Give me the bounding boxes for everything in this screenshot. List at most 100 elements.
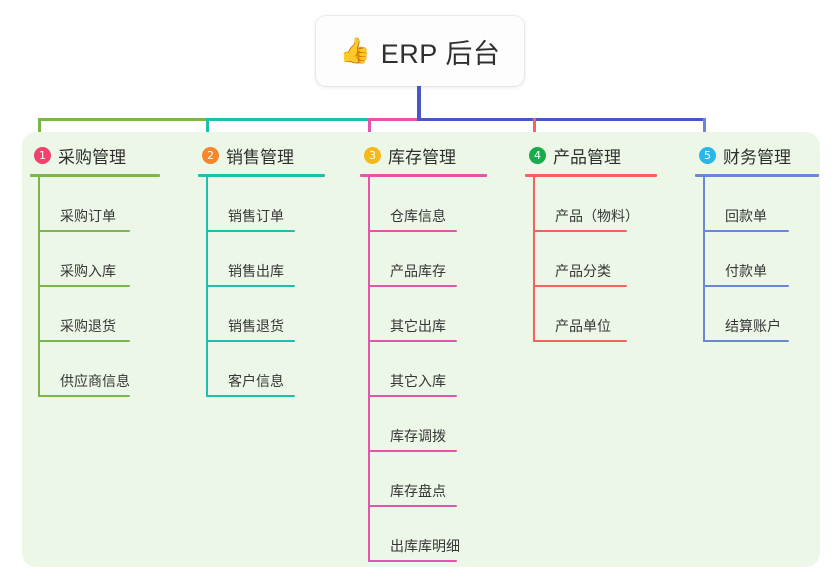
- branch-item-label: 供应商信息: [60, 373, 130, 389]
- branch-items: 销售订单销售出库销售退货客户信息: [198, 177, 343, 397]
- branch-items: 产品（物料） 产品分类产品单位: [525, 177, 675, 342]
- branch-column-3: 3 库存管理仓库信息产品库存其它出库其它入库库存调拨库存盘点出库库明细: [360, 142, 505, 562]
- branch-item-underline: [368, 395, 457, 397]
- bus-segment-1: [38, 118, 209, 121]
- branch-header-underline: [525, 174, 657, 177]
- branch-item-label: 结算账户: [725, 318, 781, 334]
- branch-item[interactable]: 库存调拨: [360, 397, 505, 452]
- branch-title: 财务管理: [723, 147, 791, 167]
- branch-number-badge: 4: [529, 146, 546, 164]
- branch-item-underline: [368, 340, 457, 342]
- branch-item-underline: [533, 285, 627, 287]
- branch-header-5[interactable]: 5 财务管理: [695, 142, 837, 168]
- branch-column-4: 4 产品管理产品（物料） 产品分类产品单位: [525, 142, 675, 342]
- branch-item-underline: [703, 230, 789, 232]
- branch-header-2[interactable]: 2 销售管理: [198, 142, 343, 168]
- branch-title: 库存管理: [388, 147, 456, 167]
- branch-header-underline: [198, 174, 325, 177]
- branch-spine: [368, 177, 370, 562]
- branch-item-underline: [206, 285, 295, 287]
- branch-stub-3: [368, 118, 371, 145]
- branch-item[interactable]: 其它出库: [360, 287, 505, 342]
- branch-item-label: 库存调拨: [390, 428, 446, 444]
- branch-item[interactable]: 产品库存: [360, 232, 505, 287]
- bus-segment-4: [417, 118, 706, 121]
- branch-item-underline: [703, 340, 789, 342]
- branch-header-4[interactable]: 4 产品管理: [525, 142, 675, 168]
- branch-column-2: 2 销售管理销售订单销售出库销售退货客户信息: [198, 142, 343, 397]
- branch-number-badge: 3: [364, 146, 381, 164]
- branch-item-underline: [533, 230, 627, 232]
- branch-item[interactable]: 结算账户: [695, 287, 837, 342]
- branch-items: 采购订单采购入库采购退货供应商信息: [30, 177, 178, 397]
- branch-item[interactable]: 采购订单: [30, 177, 178, 232]
- branch-spine: [206, 177, 208, 397]
- root-node-label: ERP 后台: [380, 38, 501, 69]
- branch-item-underline: [206, 340, 295, 342]
- bus-segment-2: [206, 118, 371, 121]
- branch-item[interactable]: 仓库信息: [360, 177, 505, 232]
- branch-item[interactable]: 采购退货: [30, 287, 178, 342]
- branch-item-label: 采购订单: [60, 208, 116, 224]
- branch-item-underline: [38, 285, 130, 287]
- branch-item-label: 产品（物料）: [555, 208, 639, 224]
- branch-item[interactable]: 产品单位: [525, 287, 675, 342]
- thumbs-up-icon: 👍: [339, 36, 371, 65]
- branch-item-label: 回款单: [725, 208, 767, 224]
- branch-spine: [533, 177, 535, 342]
- branch-item-underline: [368, 285, 457, 287]
- branch-item-underline: [703, 285, 789, 287]
- branch-title: 产品管理: [553, 147, 621, 167]
- branch-header-underline: [695, 174, 819, 177]
- branch-item[interactable]: 客户信息: [198, 342, 343, 397]
- branch-item[interactable]: 产品分类: [525, 232, 675, 287]
- branch-stub-1: [38, 118, 41, 145]
- branch-number-badge: 5: [699, 146, 716, 164]
- branch-item-underline: [368, 560, 457, 562]
- branch-item-label: 其它出库: [390, 318, 446, 334]
- branch-item[interactable]: 库存盘点: [360, 452, 505, 507]
- branch-item[interactable]: 回款单: [695, 177, 837, 232]
- branch-item[interactable]: 供应商信息: [30, 342, 178, 397]
- root-node-card[interactable]: 👍 ERP 后台: [316, 16, 524, 86]
- branch-header-1[interactable]: 1 采购管理: [30, 142, 178, 168]
- branch-item-label: 销售退货: [228, 318, 284, 334]
- branch-stub-4: [533, 118, 536, 145]
- branch-item-underline: [38, 230, 130, 232]
- branches-panel: 1 采购管理采购订单采购入库采购退货供应商信息 2 销售管理销售订单销售出库销售退货客…: [22, 132, 820, 567]
- branch-spine: [703, 177, 705, 342]
- branch-item[interactable]: 采购入库: [30, 232, 178, 287]
- branch-item-label: 产品单位: [555, 318, 611, 334]
- branch-item-label: 仓库信息: [390, 208, 446, 224]
- branch-title: 销售管理: [226, 147, 294, 167]
- branch-number-badge: 2: [202, 146, 219, 164]
- branch-item-label: 出库库明细: [390, 538, 460, 554]
- branch-item[interactable]: 出库库明细: [360, 507, 505, 562]
- branch-item[interactable]: 其它入库: [360, 342, 505, 397]
- branch-column-1: 1 采购管理采购订单采购入库采购退货供应商信息: [30, 142, 178, 397]
- branch-item-underline: [533, 340, 627, 342]
- branch-items: 仓库信息产品库存其它出库其它入库库存调拨库存盘点出库库明细: [360, 177, 505, 562]
- branch-stub-5: [703, 118, 706, 145]
- branch-item[interactable]: 销售订单: [198, 177, 343, 232]
- branch-item-label: 销售出库: [228, 263, 284, 279]
- branch-item-underline: [368, 505, 457, 507]
- branch-stub-2: [206, 118, 209, 145]
- branch-item-underline: [38, 395, 130, 397]
- branch-item-label: 产品库存: [390, 263, 446, 279]
- branch-item[interactable]: 销售退货: [198, 287, 343, 342]
- branch-item-label: 销售订单: [228, 208, 284, 224]
- bus-segment-3: [368, 118, 419, 121]
- branch-header-3[interactable]: 3 库存管理: [360, 142, 505, 168]
- branch-item[interactable]: 销售出库: [198, 232, 343, 287]
- root-node-content: 👍 ERP 后台: [340, 32, 501, 71]
- branch-item[interactable]: 付款单: [695, 232, 837, 287]
- branch-item-label: 其它入库: [390, 373, 446, 389]
- branch-header-underline: [30, 174, 160, 177]
- branch-item-label: 采购退货: [60, 318, 116, 334]
- branch-item-label: 库存盘点: [390, 483, 446, 499]
- branch-title: 采购管理: [58, 147, 126, 167]
- branch-item[interactable]: 产品（物料）: [525, 177, 675, 232]
- branch-item-label: 产品分类: [555, 263, 611, 279]
- branch-number-badge: 1: [34, 146, 51, 164]
